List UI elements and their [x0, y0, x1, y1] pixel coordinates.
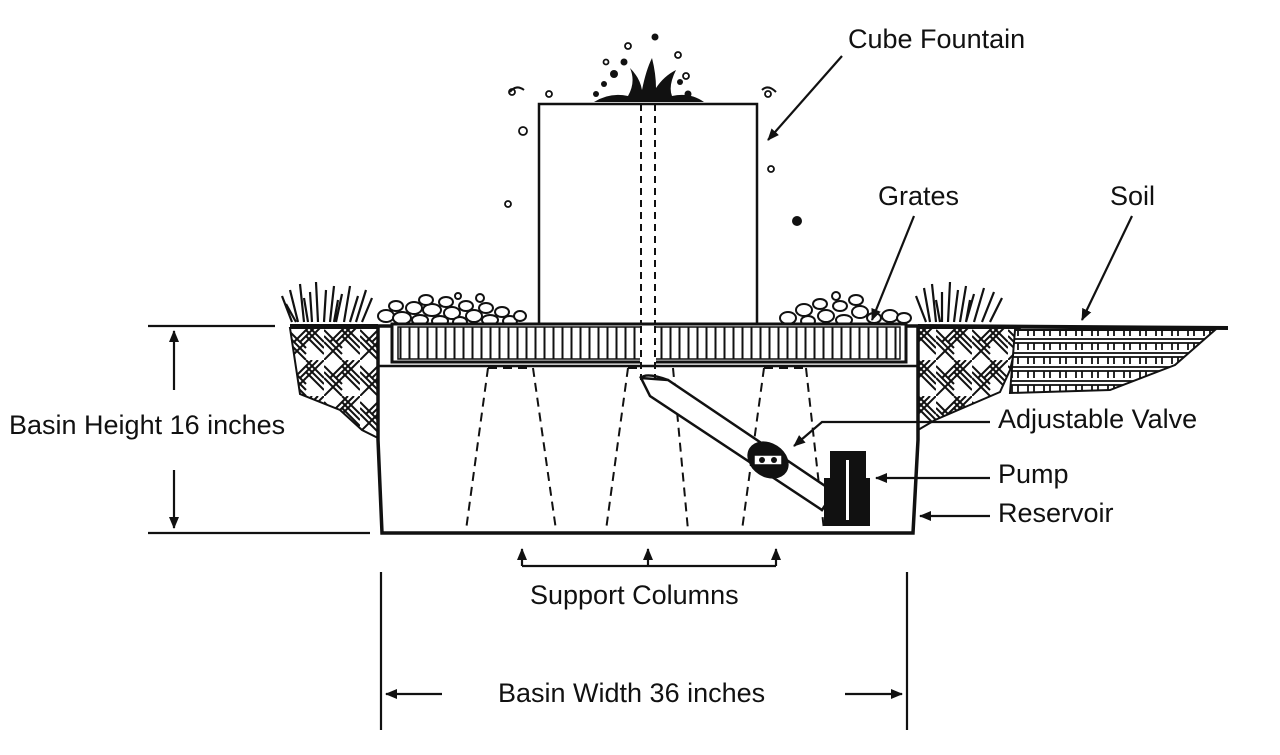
- label-support-columns: Support Columns: [530, 580, 739, 610]
- label-adjustable-valve: Adjustable Valve: [998, 404, 1197, 434]
- pebbles-left: [377, 292, 527, 328]
- valve-pointer: [793, 420, 990, 447]
- basin-height-dimension: [148, 324, 370, 535]
- water-splash: [504, 33, 802, 226]
- label-soil: Soil: [1110, 181, 1155, 211]
- grates-pointer: [870, 215, 916, 321]
- pebbles-right: [779, 291, 912, 327]
- pump: [824, 451, 870, 526]
- grass-left: [280, 281, 374, 323]
- supply-pipe: [638, 374, 836, 512]
- cube-fountain-block: [537, 102, 759, 328]
- grate-pipe-gap: [640, 326, 656, 372]
- grass-right: [914, 281, 1003, 323]
- cube-fountain-pointer: [767, 55, 843, 141]
- support-columns-arrows: [517, 548, 781, 568]
- basin-width-dimension: [379, 572, 909, 730]
- grate-ledge: [376, 326, 920, 368]
- soil-hatch-right-outer: [1008, 329, 1218, 395]
- adjustable-valve: [747, 441, 789, 479]
- soil-pointer: [1081, 215, 1133, 321]
- label-grates: Grates: [878, 181, 959, 211]
- label-basin-height: Basin Height 16 inches: [9, 410, 285, 440]
- label-pump: Pump: [998, 459, 1069, 489]
- label-cube-fountain: Cube Fountain: [848, 24, 1025, 54]
- ground-line: [917, 324, 1229, 330]
- label-reservoir: Reservoir: [998, 498, 1114, 528]
- soil-hatch-left: [288, 327, 379, 440]
- label-basin-width: Basin Width 36 inches: [498, 678, 765, 708]
